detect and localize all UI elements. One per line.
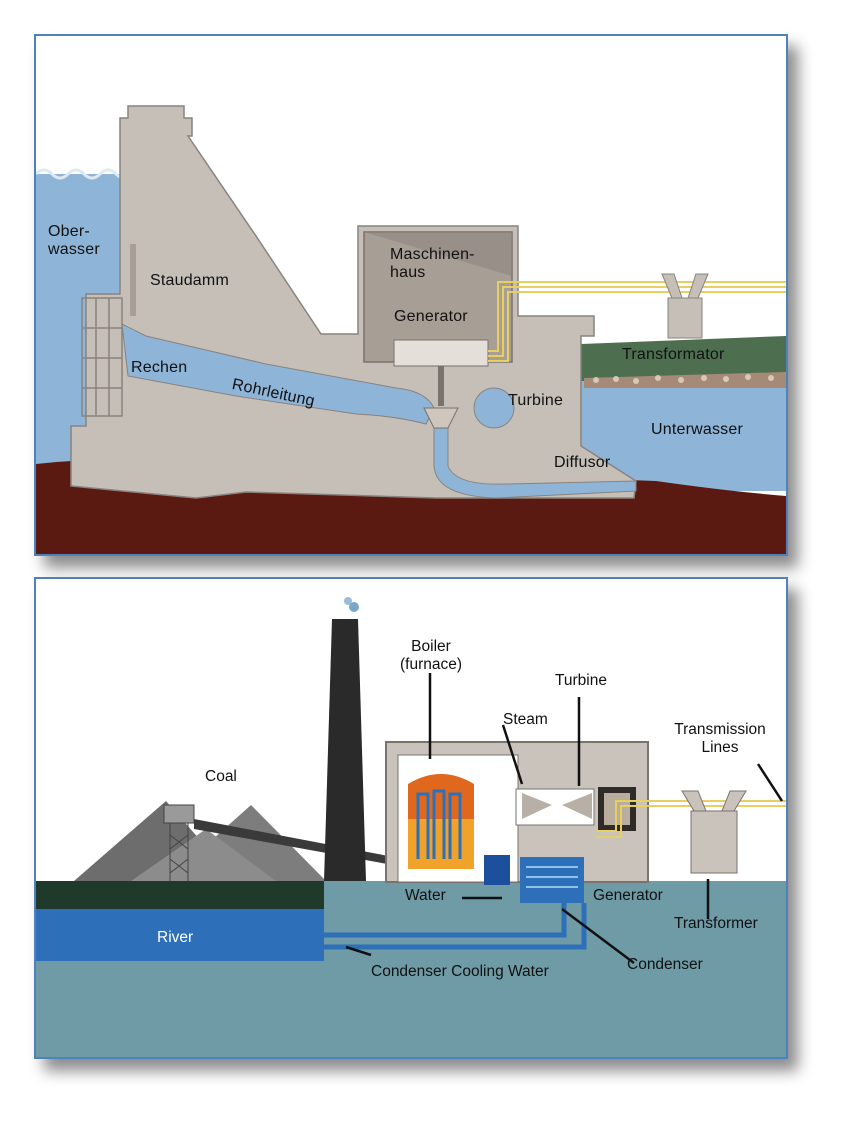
coal-diagram-svg — [36, 597, 786, 1057]
label-transformer: Transformer — [674, 915, 758, 932]
generator-shaft — [438, 366, 444, 406]
river-bank-stones — [584, 372, 786, 388]
coal-piles — [74, 801, 326, 881]
power-lines — [488, 281, 786, 362]
water-surface-waves — [36, 168, 134, 180]
cooling-water-pipes — [324, 903, 587, 950]
condenser-coils — [526, 866, 578, 888]
label-river: River — [157, 929, 194, 946]
label-turbine: Turbine — [555, 672, 607, 689]
coal-plant-diagram-panel: Coal Boiler (furnace) Turbine Steam Tran… — [34, 577, 788, 1059]
label-transmission-lines: Transmission Lines — [674, 721, 766, 756]
label-upper-water: Ober- wasser — [48, 223, 100, 259]
label-steam: Steam — [503, 711, 548, 728]
boiler-tubes — [416, 789, 462, 859]
label-diffusor: Diffusor — [554, 454, 611, 471]
label-trash-rack: Rechen — [131, 359, 188, 376]
label-transformer: Transformator — [622, 346, 725, 363]
label-boiler: Boiler (furnace) — [399, 638, 463, 673]
label-arrows — [345, 673, 784, 964]
condenser-unit — [520, 857, 584, 903]
dam-post — [130, 244, 136, 316]
hydro-diagram-svg — [36, 105, 786, 554]
penstock — [121, 323, 435, 425]
label-generator: Generator — [394, 308, 468, 325]
label-lower-water: Unterwasser — [651, 421, 744, 438]
conveyor-tower — [163, 804, 195, 881]
stones — [593, 374, 774, 384]
generator-rotor — [393, 339, 489, 367]
label-condenser: Condenser — [627, 956, 703, 973]
smoke-stack — [324, 619, 366, 881]
label-water: Water — [405, 887, 446, 904]
label-condenser-cooling-water: Condenser Cooling Water — [371, 963, 549, 980]
label-dam: Staudamm — [150, 272, 229, 289]
dam-structure — [70, 105, 637, 499]
label-machine-house: Maschinen- haus — [390, 246, 475, 282]
label-coal: Coal — [205, 768, 237, 785]
river — [36, 909, 324, 961]
transformer-icon — [681, 790, 747, 874]
diffusor-tube — [433, 425, 637, 499]
transformer-icon — [661, 273, 709, 339]
river-bank-grass — [36, 881, 324, 909]
trash-rack — [81, 297, 123, 417]
turbine-runner — [423, 407, 459, 429]
river-bank — [581, 336, 786, 381]
label-turbine: Turbine — [508, 392, 564, 409]
hydro-diagram-panel: Ober- wasser Staudamm Maschinen- haus Ge… — [34, 34, 788, 556]
label-generator: Generator — [593, 887, 663, 904]
turbine-blades — [522, 793, 592, 819]
turbine-spiral — [473, 387, 515, 429]
feedwater-tank — [484, 855, 510, 885]
